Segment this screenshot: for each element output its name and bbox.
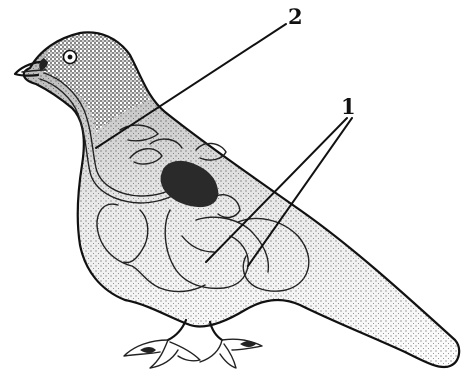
label-1: 1 (341, 94, 356, 119)
feet (124, 320, 262, 368)
label-2: 2 (288, 4, 303, 29)
eye (64, 51, 77, 64)
